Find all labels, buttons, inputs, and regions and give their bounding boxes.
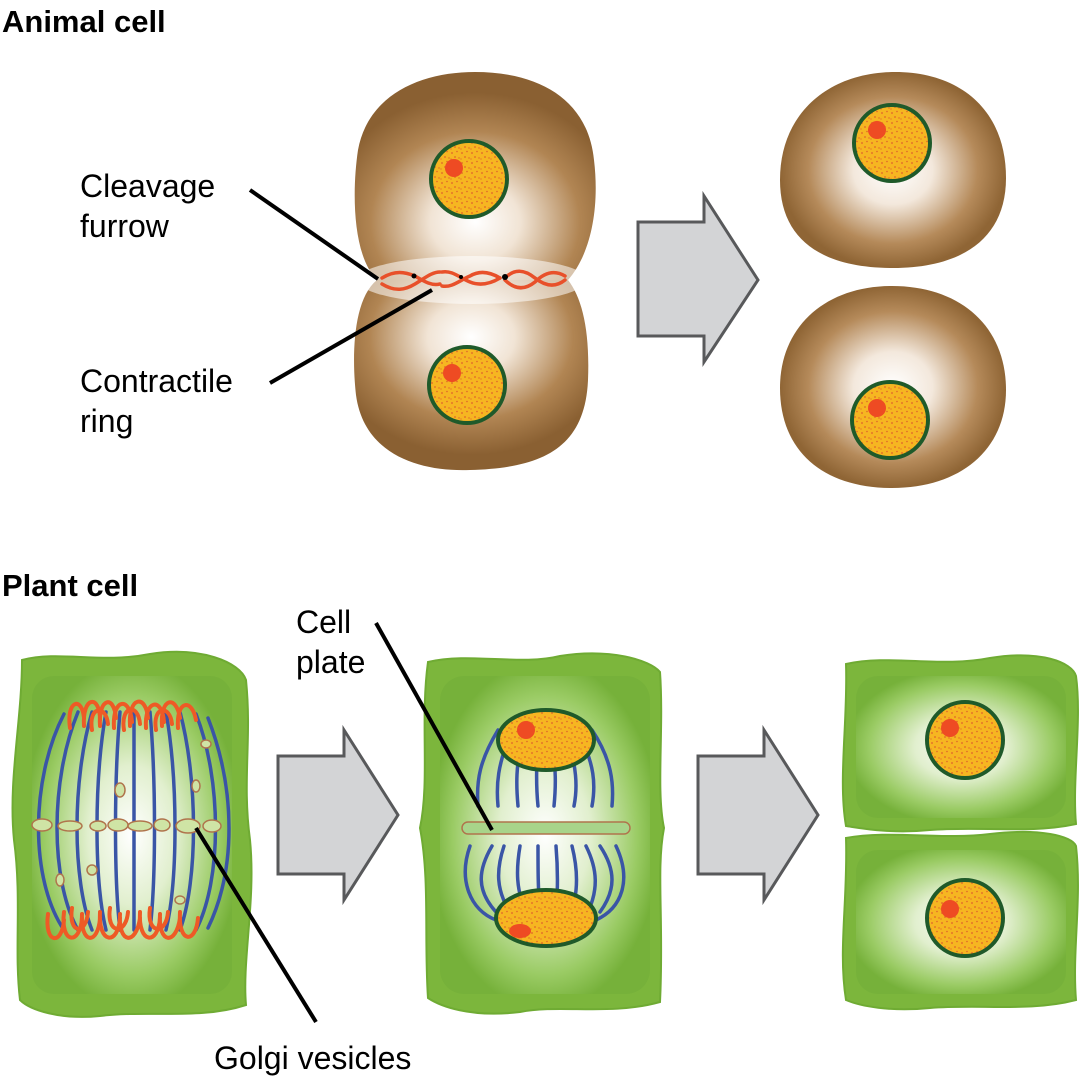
cleavage-furrow-label: Cleavage furrow (80, 168, 216, 244)
plant-cell-golgi-stage (11, 650, 253, 1018)
plant-nucleus-bottom (494, 888, 598, 948)
arrow-plant-1 (276, 724, 400, 906)
animal-dividing-cell (354, 72, 596, 471)
cleavage-furrow-leader (248, 188, 380, 281)
plant-nucleus-top (496, 708, 596, 772)
arrow-animal (636, 190, 760, 368)
cell-plate-label: Cell plate (296, 604, 366, 680)
animal-cell-heading: Animal cell (2, 4, 166, 39)
plant-daughter-cell-top (841, 654, 1079, 833)
golgi-vesicles-label: Golgi vesicles (214, 1040, 412, 1076)
animal-daughter-cell-top (780, 72, 1006, 268)
animal-nucleus-bottom (427, 345, 507, 425)
contractile-ring (380, 269, 567, 291)
plant-cell-cell-plate-stage (418, 652, 666, 1015)
contractile-ring-leader (269, 288, 433, 385)
plant-daughter-cell-bottom (841, 830, 1079, 1011)
contractile-ring-label: Contractile ring (80, 363, 233, 439)
cell-plate (461, 821, 631, 835)
animal-nucleus-top (429, 139, 509, 219)
cell-plate-leader (374, 622, 494, 831)
golgi-vesicles-leader (194, 826, 318, 1024)
arrow-plant-2 (696, 724, 820, 906)
golgi-vesicles-row (31, 739, 222, 905)
chromosomes-bottom (45, 906, 200, 941)
animal-daughter-cell-bottom (780, 286, 1006, 488)
plant-cell-heading: Plant cell (2, 568, 139, 603)
chromosomes-top (67, 699, 198, 732)
